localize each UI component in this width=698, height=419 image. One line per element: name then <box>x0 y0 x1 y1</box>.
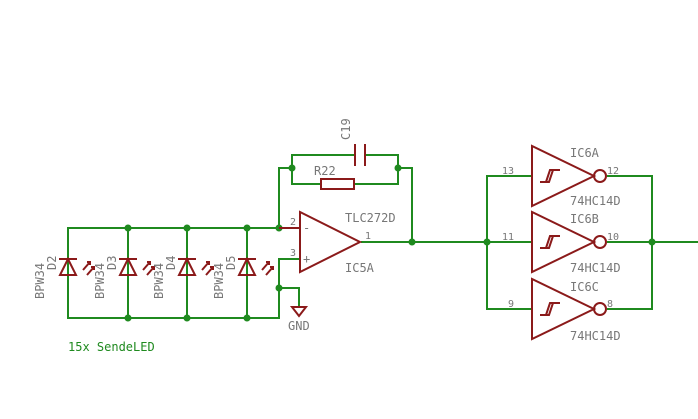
junction-dot <box>275 284 283 292</box>
diode-value-label: BPW34 <box>152 263 166 299</box>
hysteresis-icon <box>540 169 560 183</box>
light-arrow-icon <box>142 261 155 276</box>
junction-dot <box>243 314 251 322</box>
inverter-ic6a[interactable]: 13 12 IC6A 74HC14D <box>502 144 621 208</box>
inverter-triangle <box>531 144 597 208</box>
wires <box>67 154 698 319</box>
gnd-wire <box>278 287 300 307</box>
opamp-plus-sign: + <box>303 252 310 266</box>
photodiode-d2[interactable]: BPW34 D2 <box>33 256 95 299</box>
junction-dot <box>243 224 251 232</box>
inverter-value-label: 74HC14D <box>570 261 621 275</box>
diode-ref-label: D4 <box>164 256 178 270</box>
ground-label: GND <box>288 319 310 333</box>
feedback-res-right-wire <box>353 167 399 185</box>
ground-icon <box>289 306 309 318</box>
hysteresis-icon <box>540 302 560 316</box>
feedback-res-left-wire <box>291 167 322 185</box>
resistor-r22[interactable]: R22 <box>314 164 355 190</box>
photodiode-d4[interactable]: BPW34 D4 <box>152 256 214 299</box>
light-arrow-icon <box>261 261 274 276</box>
junction-dot <box>288 164 296 172</box>
junction-dot <box>394 164 402 172</box>
junction-dot <box>183 224 191 232</box>
junctions <box>124 164 656 322</box>
diode-triangle <box>118 256 138 276</box>
diode-ref-label: D3 <box>105 256 119 270</box>
junction-dot <box>648 238 656 246</box>
inverter-name-label: IC6B <box>570 212 599 226</box>
diode-value-label: BPW34 <box>212 263 226 299</box>
inverter-bubble <box>593 169 607 183</box>
opamp-pin-inv: 2 <box>290 217 296 228</box>
resistor-body <box>320 178 355 190</box>
junction-dot <box>408 238 416 246</box>
diode-value-label: BPW34 <box>33 263 47 299</box>
noninv-wire <box>278 258 301 319</box>
diode-triangle <box>177 256 197 276</box>
feedback-left-wire <box>278 167 293 229</box>
diode-ref-label: D2 <box>45 256 59 270</box>
hysteresis-icon <box>540 235 560 249</box>
inverter-pin-in: 9 <box>508 299 514 310</box>
inverter-name-label: IC6A <box>570 146 600 160</box>
opamp-ic5a[interactable]: - + 2 3 1 TLC272D IC5A <box>279 210 396 275</box>
inverter-triangle <box>531 277 597 341</box>
capacitor-ref-label: C19 <box>339 118 353 140</box>
inverter-pin-in: 11 <box>502 232 514 243</box>
capacitor-c19[interactable]: C19 <box>339 118 366 166</box>
inverter-ic6b[interactable]: 11 10 IC6B 74HC14D <box>502 210 621 275</box>
inverter-bubble <box>593 235 607 249</box>
diode-value-label: BPW34 <box>93 263 107 299</box>
inverter-name-label: IC6C <box>570 280 599 294</box>
opamp-pin-noninv: 3 <box>290 248 296 259</box>
ground-symbol: GND <box>288 306 310 333</box>
junction-dot <box>124 224 132 232</box>
junction-dot <box>483 238 491 246</box>
feedback-right-wire <box>397 167 413 243</box>
inverter-value-label: 74HC14D <box>570 329 621 343</box>
diode-triangle <box>237 256 257 276</box>
feedback-cap-right-wire <box>364 154 399 169</box>
junction-dot <box>124 314 132 322</box>
inverter-bubble <box>593 302 607 316</box>
feedback-cap-left-wire <box>291 154 356 169</box>
inverter-pin-out: 8 <box>607 299 613 310</box>
inverter-triangle <box>531 210 597 274</box>
sende-led-note: 15x SendeLED <box>68 340 155 354</box>
diode-triangle <box>58 256 78 276</box>
inverter-pin-out: 10 <box>607 232 619 243</box>
inverter-pin-out: 12 <box>607 166 619 177</box>
resistor-ref-label: R22 <box>314 164 336 178</box>
photodiode-d3[interactable]: BPW34 D3 <box>93 256 155 299</box>
opamp-pin-out: 1 <box>365 231 371 242</box>
opamp-minus-sign: - <box>303 221 310 235</box>
inverter-pin-in: 13 <box>502 166 514 177</box>
junction-dot <box>183 314 191 322</box>
photodiode-d5[interactable]: BPW34 D5 <box>212 256 274 299</box>
inverter-ic6c[interactable]: 9 8 IC6C 74HC14D <box>508 277 621 343</box>
opamp-triangle <box>299 210 363 274</box>
light-arrow-icon <box>201 261 214 276</box>
opamp-value-label: TLC272D <box>345 211 396 225</box>
inverter-value-label: 74HC14D <box>570 194 621 208</box>
light-arrow-icon <box>82 261 95 276</box>
diode-ref-label: D5 <box>224 256 238 270</box>
opamp-name-label: IC5A <box>345 261 375 275</box>
